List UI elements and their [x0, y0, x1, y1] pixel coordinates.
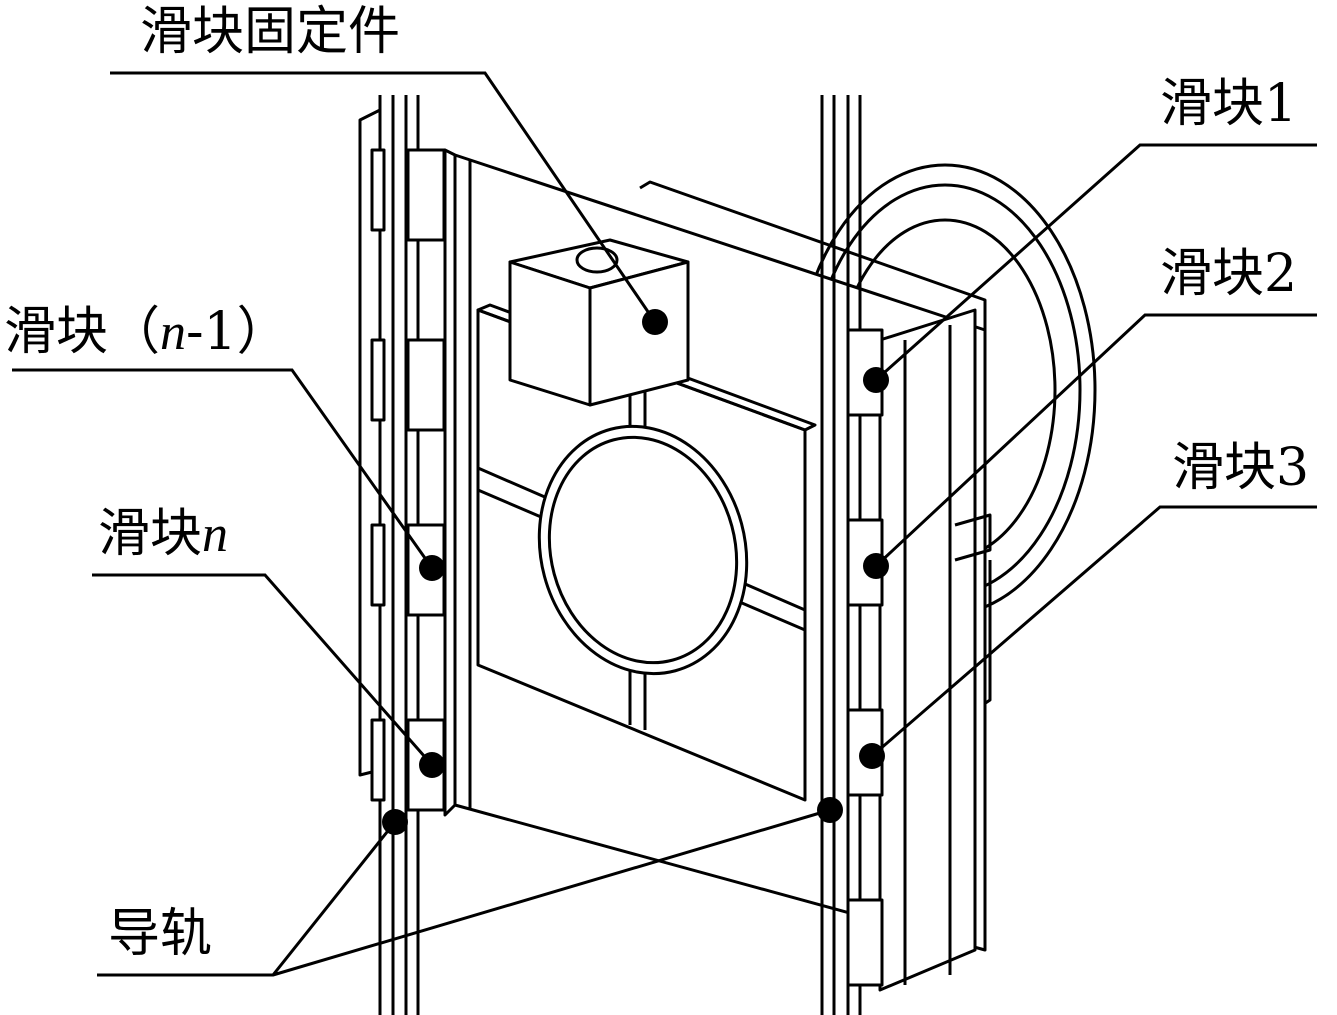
label-slider-n-var: n	[202, 506, 229, 563]
label-slider-2: 滑块2	[1160, 244, 1298, 304]
label-slider-n-prefix: 滑块	[98, 504, 203, 564]
dot-slider-n	[419, 752, 445, 778]
leader-rail	[97, 808, 831, 977]
leader-slider1	[875, 143, 1317, 382]
label-slider-n-minus-1-var: n	[160, 304, 187, 361]
label-slider-n: 滑块n	[98, 508, 228, 561]
leader-slider-n-minus-1	[12, 368, 434, 569]
label-slider-1: 滑块1	[1160, 74, 1298, 134]
slider-fixture-block	[508, 238, 690, 407]
dot-slider1	[863, 367, 889, 393]
label-slider-n-minus-1-prefix: 滑块（	[4, 302, 161, 362]
dot-slider-n-minus-1	[419, 555, 445, 581]
label-slider-n-minus-1-suffix: -1）	[186, 302, 289, 362]
leader-dots	[382, 309, 889, 835]
left-slider-blocks	[370, 148, 446, 812]
label-slider-fixture: 滑块固定件	[140, 2, 401, 62]
dot-slider3	[859, 743, 885, 769]
leader-slider2	[874, 313, 1317, 568]
dot-rail-right	[817, 797, 843, 823]
leader-lines	[12, 71, 1317, 977]
inner-frame	[476, 303, 817, 802]
dot-rail-left	[382, 809, 408, 835]
leader-fixture	[110, 71, 657, 323]
dot-slider2	[863, 553, 889, 579]
label-slider-3: 滑块3	[1172, 438, 1310, 498]
label-guide-rail: 导轨	[108, 904, 213, 964]
leader-slider-n	[92, 573, 434, 766]
dot-fixture	[642, 309, 668, 335]
label-slider-n-minus-1: 滑块（n-1）	[4, 306, 289, 359]
leader-slider3	[871, 505, 1317, 758]
